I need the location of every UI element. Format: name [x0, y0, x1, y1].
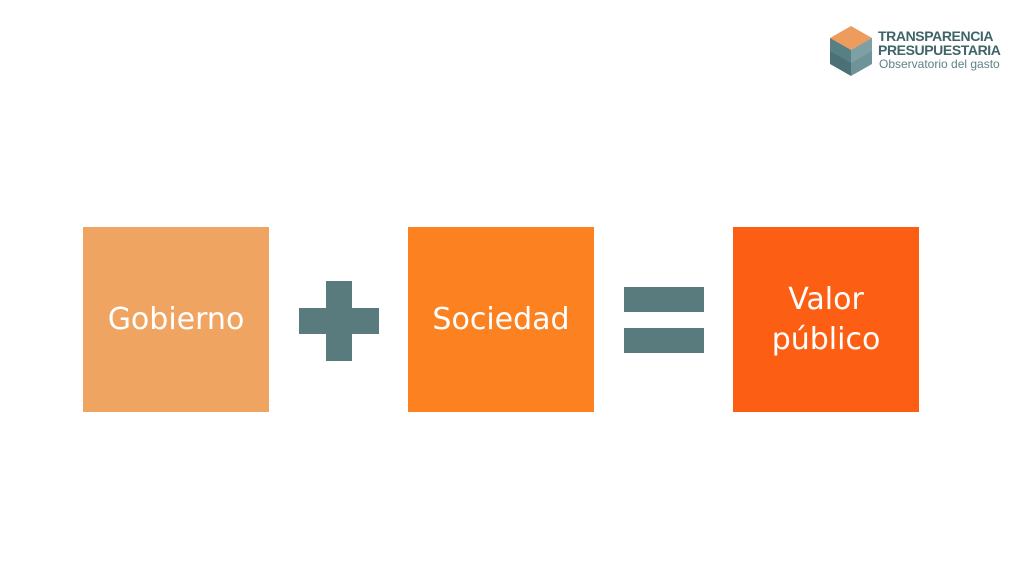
plus-vertical-bar — [326, 281, 352, 361]
logo: TRANSPARENCIA PRESUPUESTARIA Observatori… — [828, 24, 1014, 78]
logo-title-line1: TRANSPARENCIA — [878, 28, 994, 44]
plus-icon — [299, 281, 379, 361]
term-box-gobierno: Gobierno — [83, 227, 269, 412]
logo-cube-shade-left — [830, 38, 851, 63]
term-box-valor-publico: Valor público — [733, 227, 919, 412]
logo-title-line2: PRESUPUESTARIA — [878, 42, 1001, 58]
equals-top-bar — [624, 287, 704, 312]
logo-subtitle: Observatorio del gasto — [879, 57, 1000, 71]
term-label-valor-publico: Valor público — [771, 281, 881, 357]
hexagon-cube-icon — [830, 26, 872, 76]
term-label-sociedad: Sociedad — [432, 301, 570, 337]
term-label-gobierno: Gobierno — [107, 301, 245, 337]
equals-icon — [624, 287, 704, 353]
logo-cube-shade — [851, 38, 872, 63]
equals-bottom-bar — [624, 328, 704, 353]
term-box-sociedad: Sociedad — [408, 227, 594, 412]
